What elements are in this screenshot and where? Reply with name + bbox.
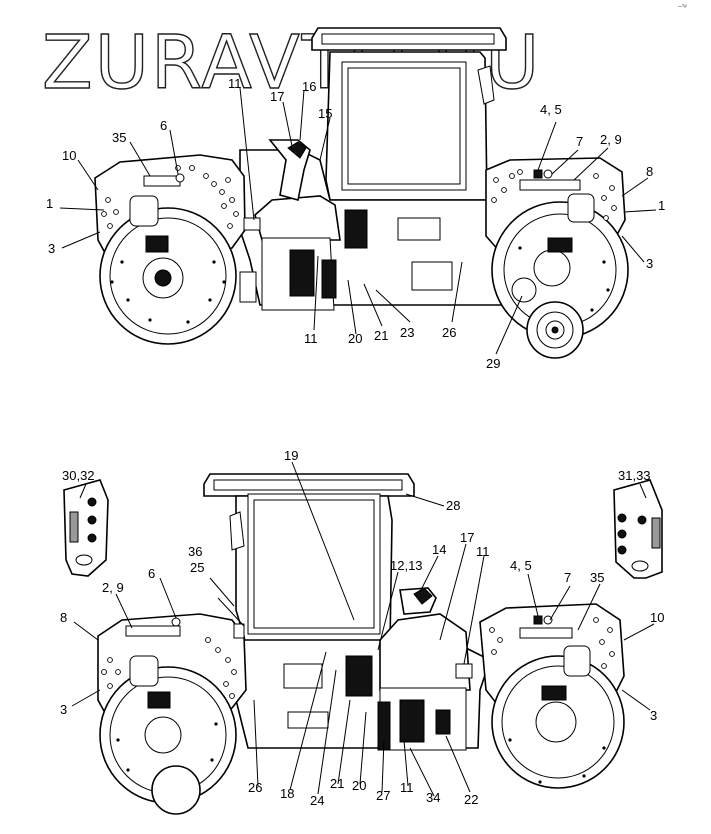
callout-20: 20 <box>352 778 366 793</box>
callout-23: 23 <box>400 325 414 340</box>
callout-2-9: 2, 9 <box>102 580 124 595</box>
callout-3-right: 3 <box>650 708 657 723</box>
callout-30-32: 30,32 <box>62 468 95 483</box>
callout-20: 20 <box>348 331 362 346</box>
callout-31-33: 31,33 <box>618 468 651 483</box>
callout-21: 21 <box>330 776 344 791</box>
callout-17: 17 <box>460 530 474 545</box>
callout-21: 21 <box>374 328 388 343</box>
callout-15: 15 <box>318 106 332 121</box>
callout-1-right: 1 <box>658 198 665 213</box>
callout-4-5: 4, 5 <box>540 102 562 117</box>
callout-10: 10 <box>62 148 76 163</box>
callout-26: 26 <box>248 780 262 795</box>
decal-panel-left <box>63 479 109 577</box>
callout-7: 7 <box>576 134 583 149</box>
callout-14: 14 <box>432 542 446 557</box>
callout-6: 6 <box>148 566 155 581</box>
callout-11-bottom: 11 <box>400 780 414 795</box>
callout-4-5: 4, 5 <box>510 558 532 573</box>
callout-2-9: 2, 9 <box>600 132 622 147</box>
decal-panel-right <box>613 479 663 579</box>
callout-18: 18 <box>280 786 294 801</box>
callout-8: 8 <box>60 610 67 625</box>
callout-34: 34 <box>426 790 440 805</box>
upper-machine-drawing <box>94 27 629 359</box>
corner-mark: ~'ʷ <box>678 4 687 11</box>
callout-3-right: 3 <box>646 256 653 271</box>
callout-6: 6 <box>160 118 167 133</box>
callout-35: 35 <box>112 130 126 145</box>
callout-10: 10 <box>650 610 664 625</box>
lower-leader-lines <box>71 461 655 797</box>
callout-7: 7 <box>564 570 571 585</box>
callout-12-13: 12,13 <box>390 558 423 573</box>
callout-19: 19 <box>284 448 298 463</box>
lower-callouts: 19 28 30,32 31,33 36 25 14 12,13 17 11 2… <box>60 448 664 808</box>
callout-29: 29 <box>486 356 500 371</box>
callout-26: 26 <box>442 325 456 340</box>
callout-35: 35 <box>590 570 604 585</box>
callout-3-left: 3 <box>48 241 55 256</box>
callout-17: 17 <box>270 89 284 104</box>
callout-11: 11 <box>228 76 242 91</box>
callout-3-left: 3 <box>60 702 67 717</box>
callout-11-bottom: 11 <box>304 331 318 346</box>
callout-24: 24 <box>310 793 324 808</box>
callout-8: 8 <box>646 164 653 179</box>
lower-machine-drawing <box>97 473 625 815</box>
callout-16: 16 <box>302 79 316 94</box>
callout-1-left: 1 <box>46 196 53 211</box>
callout-22: 22 <box>464 792 478 807</box>
upper-leader-lines <box>59 87 657 355</box>
upper-callouts: 11 16 17 15 35 6 10 1 3 4, 5 7 2, 9 8 1 … <box>46 76 665 371</box>
callout-11-top: 11 <box>476 544 490 559</box>
callout-36: 36 <box>188 544 202 559</box>
callout-25: 25 <box>190 560 204 575</box>
callout-28: 28 <box>446 498 460 513</box>
callout-27: 27 <box>376 788 390 803</box>
